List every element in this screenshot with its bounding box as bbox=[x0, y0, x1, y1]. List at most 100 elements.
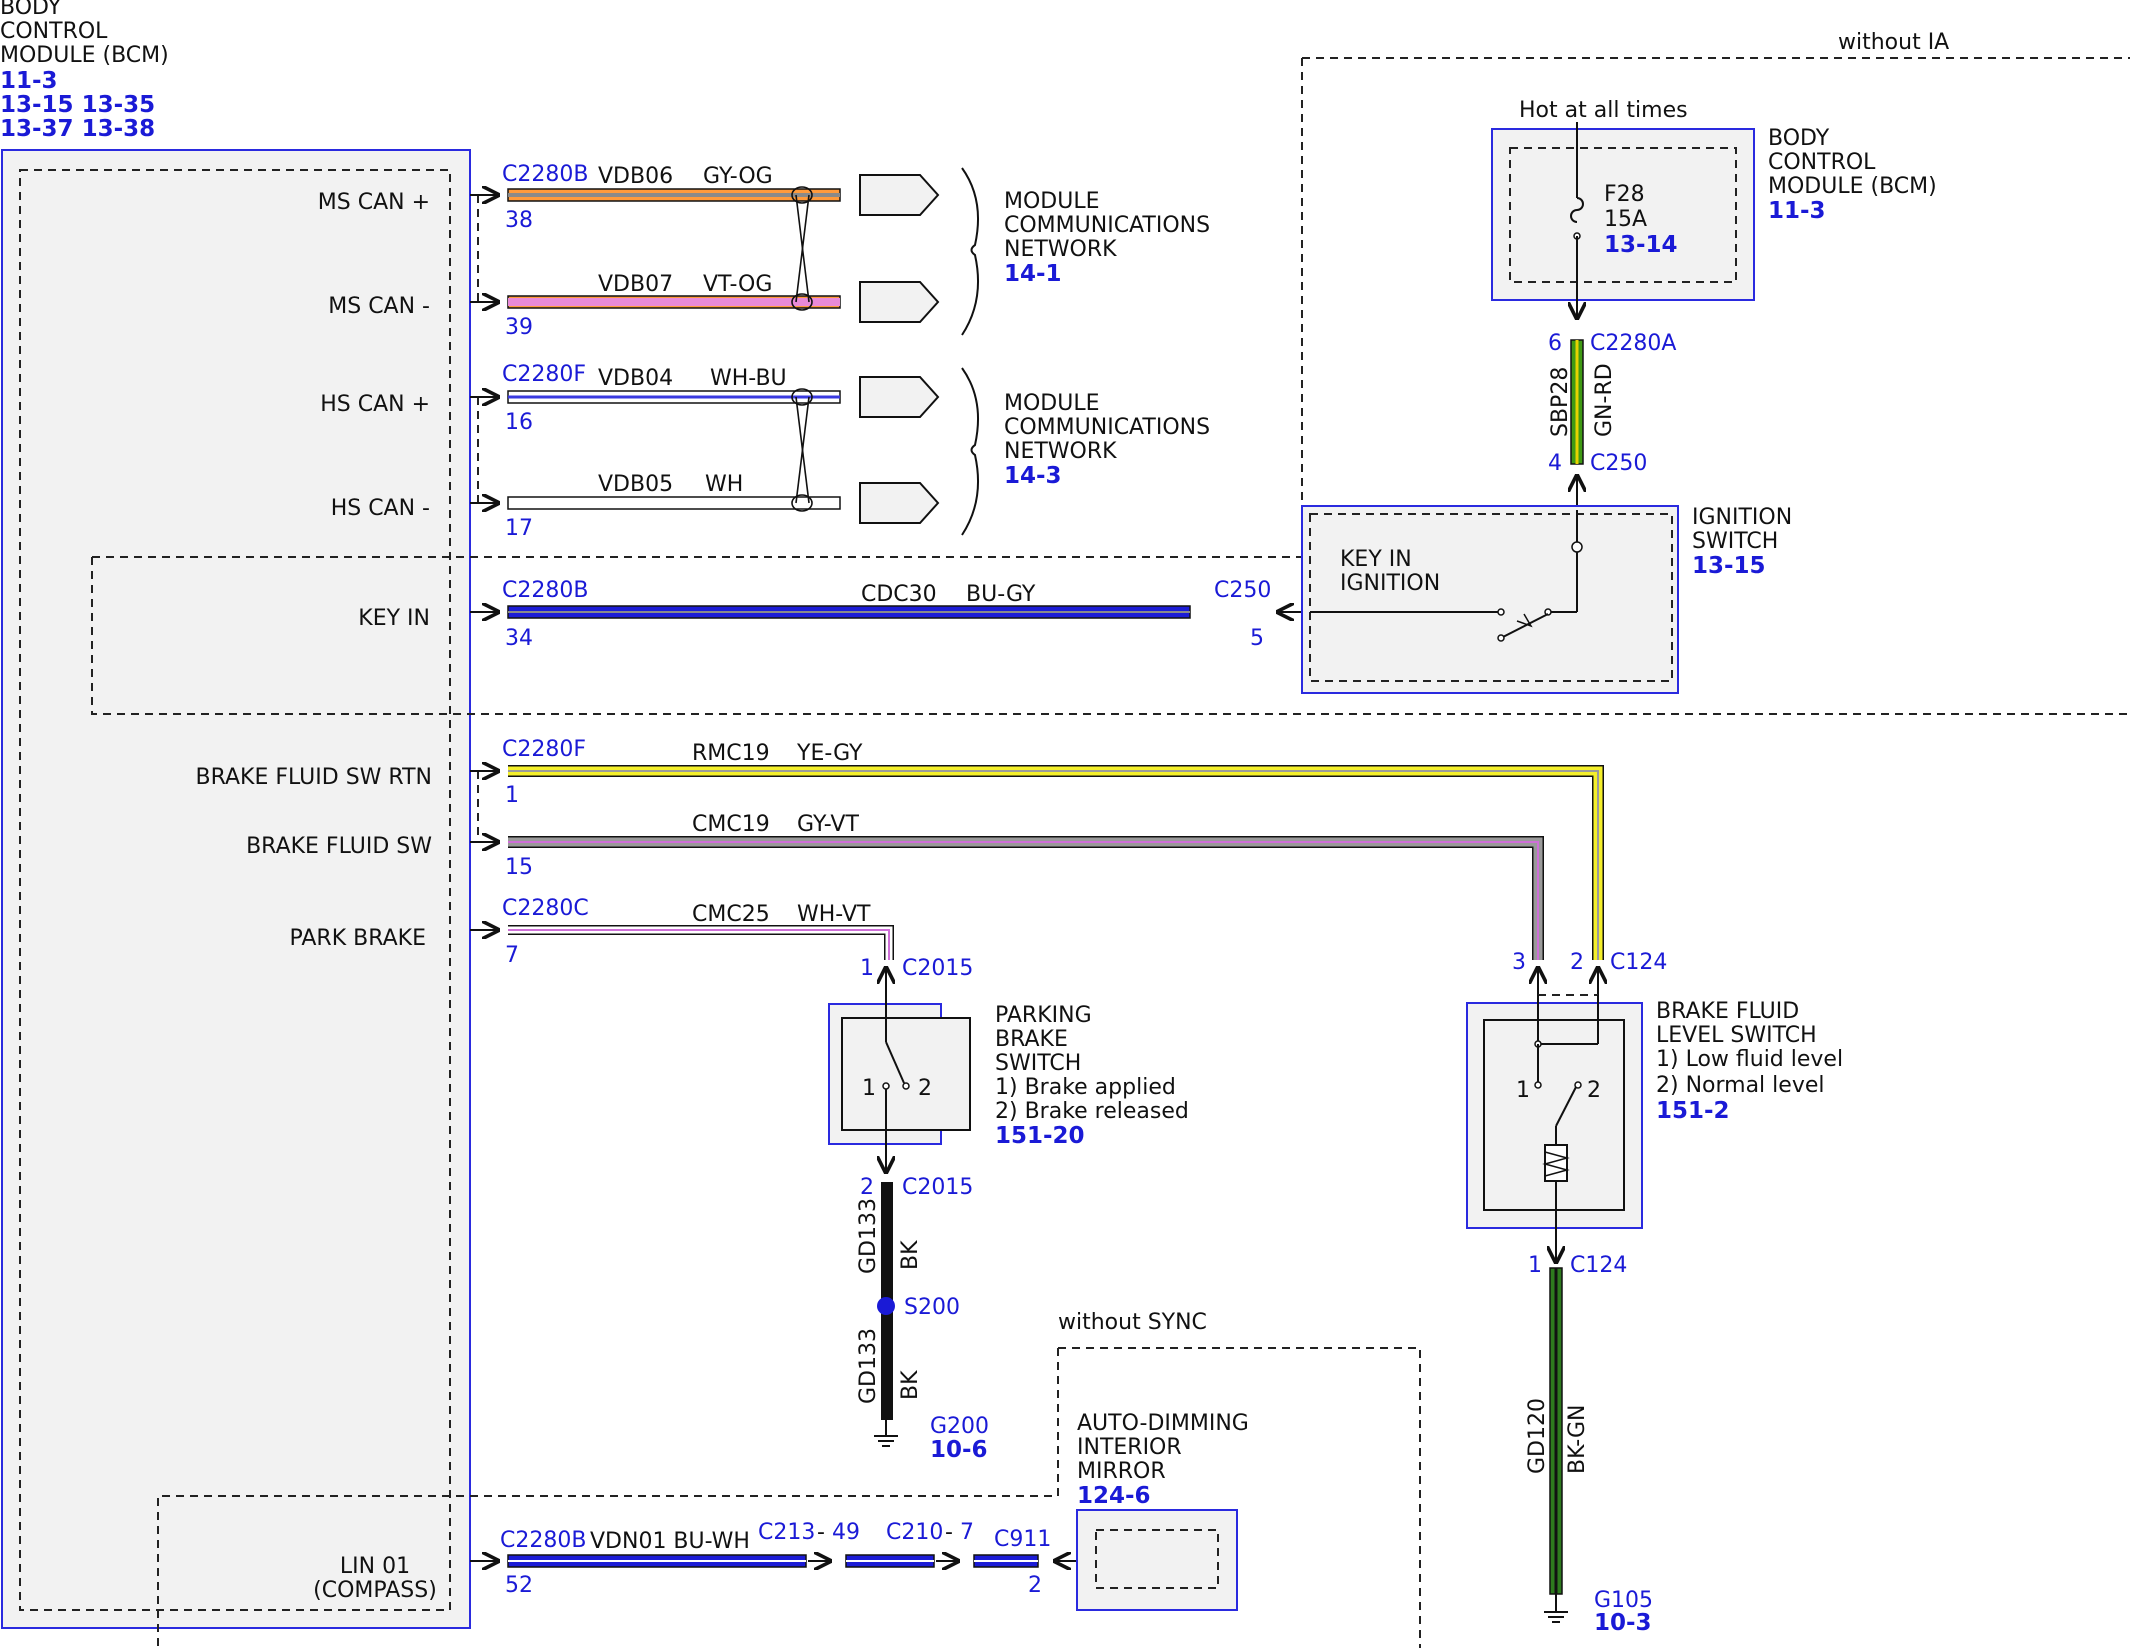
key-in-circuit: CDC30 bbox=[861, 582, 937, 607]
lin-connector: C2280B bbox=[500, 1528, 586, 1553]
parking-brake-pos2: 2 bbox=[918, 1076, 932, 1101]
bcm-ref-1[interactable]: 11-3 bbox=[0, 68, 58, 94]
ms-can-plus-connector: C2280B bbox=[502, 162, 588, 187]
mirror-line2: INTERIOR bbox=[1077, 1435, 1182, 1460]
wire-ms-can-plus[interactable] bbox=[470, 189, 841, 201]
network2-ref[interactable]: 14-3 bbox=[1004, 463, 1062, 489]
park-brake-bot-conn: C2015 bbox=[902, 1175, 973, 1200]
gd133-color-1: BK bbox=[898, 1240, 923, 1270]
lin-c213-pin: 49 bbox=[832, 1520, 860, 1545]
parking-brake-line1: PARKING bbox=[995, 1003, 1092, 1028]
parking-brake-ref[interactable]: 151-20 bbox=[995, 1123, 1085, 1149]
hs-can-minus-pin: 17 bbox=[505, 516, 533, 541]
bcm-right-ref[interactable]: 11-3 bbox=[1768, 198, 1826, 224]
gd133-circuit-1: GD133 bbox=[856, 1198, 881, 1274]
wire-hs-can-minus[interactable] bbox=[470, 497, 841, 509]
ground-g105-ref[interactable]: 10-3 bbox=[1594, 1610, 1652, 1636]
ignition-inner-line2: IGNITION bbox=[1340, 571, 1440, 596]
pin-ms-can-minus: MS CAN - bbox=[328, 294, 430, 319]
parking-brake-line2: BRAKE bbox=[995, 1027, 1068, 1052]
ignition-inner-line1: KEY IN bbox=[1340, 547, 1412, 572]
brake-rtn-connector: C2280F bbox=[502, 737, 586, 762]
gd120-color: BK-GN bbox=[1565, 1405, 1590, 1474]
brake-fluid-pin2: 2 bbox=[1570, 950, 1584, 975]
park-brake-top-pin: 1 bbox=[860, 956, 874, 981]
hs-can-minus-circuit: VDB05 bbox=[598, 472, 673, 497]
wire-key-in[interactable] bbox=[470, 606, 1310, 618]
key-in-pin: 34 bbox=[505, 626, 533, 651]
brake-fluid-switch-contact bbox=[1534, 995, 1599, 1262]
network1-line3: NETWORK bbox=[1004, 237, 1117, 262]
network2-line3: NETWORK bbox=[1004, 439, 1117, 464]
brake-fluid-line4: 2) Normal level bbox=[1656, 1073, 1824, 1098]
network2-brace bbox=[961, 367, 980, 536]
fuse-ref[interactable]: 13-14 bbox=[1604, 232, 1678, 258]
ms-can-minus-color: VT-OG bbox=[703, 272, 772, 297]
brake-fluid-conn: C124 bbox=[1610, 950, 1667, 975]
bcm-ref-3[interactable]: 13-37 13-38 bbox=[0, 116, 155, 142]
bcm-right-line1: BODY bbox=[1768, 126, 1830, 151]
network2-line2: COMMUNICATIONS bbox=[1004, 415, 1210, 440]
bcm-ref-2[interactable]: 13-15 13-35 bbox=[0, 92, 155, 118]
wire-ms-can-minus[interactable] bbox=[470, 296, 841, 308]
gd120-circuit: GD120 bbox=[1525, 1398, 1550, 1474]
mirror-line1: AUTO-DIMMING bbox=[1077, 1411, 1249, 1436]
brake-sw-circuit: CMC19 bbox=[692, 812, 770, 837]
ms-can-minus-pin: 39 bbox=[505, 315, 533, 340]
splice-s200: S200 bbox=[904, 1295, 960, 1320]
wire-hs-can-plus[interactable] bbox=[470, 391, 841, 403]
wire-lin01[interactable] bbox=[470, 1555, 1098, 1567]
wire-brake-fluid-rtn[interactable] bbox=[470, 771, 1604, 960]
lin-circuit-color: VDN01 BU-WH bbox=[590, 1529, 750, 1554]
lin-pin: 52 bbox=[505, 1573, 533, 1598]
mirror-line3: MIRROR bbox=[1077, 1459, 1166, 1484]
hs-can-minus-color: WH bbox=[705, 472, 743, 497]
without-ia-region bbox=[91, 57, 2130, 715]
bcm-right-line2: CONTROL bbox=[1768, 150, 1876, 175]
wire-brake-fluid-sw[interactable] bbox=[470, 842, 1544, 960]
brake-fluid-pin3: 3 bbox=[1512, 950, 1526, 975]
ms-can-minus-module-connector bbox=[859, 281, 940, 323]
ignition-switch-box bbox=[1301, 505, 1679, 694]
pin-lin01: LIN 01 bbox=[340, 1554, 410, 1579]
ignition-line1: IGNITION bbox=[1692, 505, 1792, 530]
without-sync-region bbox=[157, 1347, 1421, 1648]
ground-g200-ref[interactable]: 10-6 bbox=[930, 1437, 988, 1463]
park-brake-pin: 7 bbox=[505, 943, 519, 968]
lin-c911-pin: 2 bbox=[1028, 1573, 1042, 1598]
wire-gd133[interactable] bbox=[874, 1182, 898, 1447]
parking-brake-line4: 1) Brake applied bbox=[995, 1075, 1176, 1100]
wire-sbp28[interactable] bbox=[1571, 339, 1583, 510]
without-ia-label: without IA bbox=[1838, 30, 1949, 55]
mirror-box bbox=[1076, 1509, 1238, 1611]
wire-park-brake[interactable] bbox=[470, 930, 894, 960]
brake-fluid-line2: LEVEL SWITCH bbox=[1656, 1023, 1817, 1048]
key-in-connector: C2280B bbox=[502, 578, 588, 603]
network1-brace bbox=[961, 167, 980, 336]
bcm-right-inner bbox=[1509, 147, 1737, 283]
splice-s200-dot bbox=[877, 1297, 895, 1315]
pin-brake-fluid-sw-rtn: BRAKE FLUID SW RTN bbox=[196, 765, 433, 790]
bcm-title-line3: MODULE (BCM) bbox=[0, 43, 169, 68]
pin-brake-fluid-sw: BRAKE FLUID SW bbox=[246, 834, 432, 859]
ignition-ref[interactable]: 13-15 bbox=[1692, 553, 1766, 579]
parking-brake-pos1: 1 bbox=[862, 1076, 876, 1101]
ms-can-twisted-pair bbox=[791, 186, 813, 311]
brake-fluid-pos1: 1 bbox=[1516, 1078, 1530, 1103]
brake-fluid-line1: BRAKE FLUID bbox=[1656, 999, 1799, 1024]
brake-fluid-ref[interactable]: 151-2 bbox=[1656, 1098, 1730, 1124]
lin-c210-dash: - bbox=[945, 1520, 953, 1545]
without-sync-label: without SYNC bbox=[1058, 1310, 1207, 1335]
parking-brake-switch-contact bbox=[883, 990, 910, 1172]
pin-lin01-compass: (COMPASS) bbox=[313, 1578, 437, 1603]
wire-gd120[interactable] bbox=[1544, 1267, 1568, 1623]
mirror-ref[interactable]: 124-6 bbox=[1077, 1483, 1151, 1509]
key-in-far-pin: 5 bbox=[1250, 626, 1264, 651]
network1-ref[interactable]: 14-1 bbox=[1004, 261, 1062, 287]
ground-g200: G200 bbox=[930, 1414, 989, 1439]
park-brake-connector: C2280C bbox=[502, 896, 589, 921]
lin-c911: C911 bbox=[994, 1527, 1051, 1552]
park-brake-color: WH-VT bbox=[797, 902, 871, 927]
